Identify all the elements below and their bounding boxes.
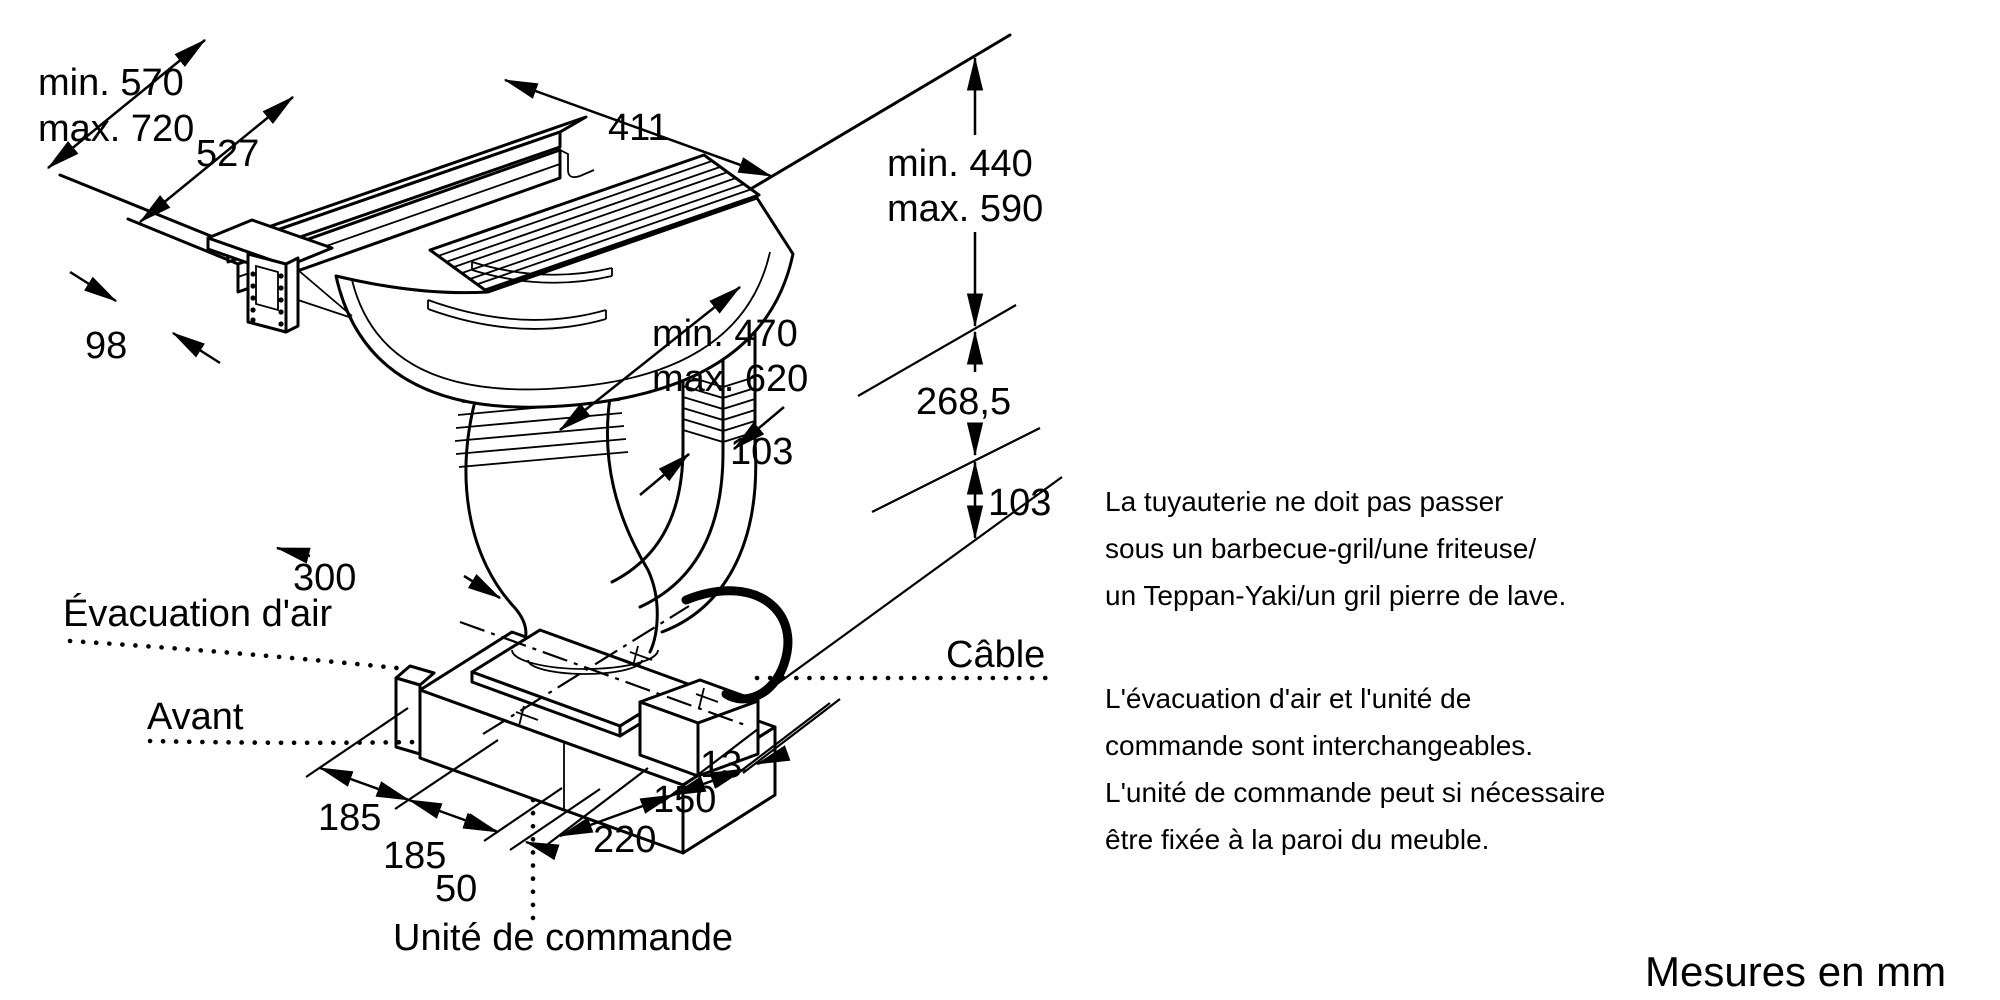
dim-duct-width: 103 bbox=[730, 431, 793, 473]
note-line: commande sont interchangeables. bbox=[1105, 730, 1534, 761]
dim-bar-length: 527 bbox=[196, 133, 259, 175]
note-line: L'évacuation d'air et l'unité de bbox=[1105, 683, 1472, 714]
installation-notes: La tuyauterie ne doit pas passer sous un… bbox=[1105, 478, 1605, 863]
dim-base-left-c: 50 bbox=[435, 868, 477, 910]
note-paragraph-2: L'évacuation d'air et l'unité de command… bbox=[1105, 675, 1605, 863]
note-line: un Teppan-Yaki/un gril pierre de lave. bbox=[1105, 580, 1567, 611]
front-leader bbox=[147, 738, 421, 746]
units-note: Mesures en mm bbox=[1645, 948, 1947, 995]
dim-low-height: 103 bbox=[988, 482, 1051, 524]
dim-diag-max: max. 620 bbox=[652, 358, 808, 400]
dim-base-right-c: 13 bbox=[700, 744, 742, 786]
dim-front-depth: 300 bbox=[293, 557, 356, 599]
label-cable: Câble bbox=[946, 634, 1045, 676]
dim-base-right-b: 150 bbox=[653, 779, 716, 821]
power-cable bbox=[681, 586, 793, 704]
label-control-unit: Unité de commande bbox=[393, 917, 733, 959]
dim-top-width: 411 bbox=[608, 107, 669, 149]
control-unit-box bbox=[394, 586, 793, 855]
air-outlet-leader bbox=[67, 638, 410, 672]
label-front: Avant bbox=[147, 696, 244, 738]
box-left-cap bbox=[394, 676, 422, 756]
note-paragraph-1: La tuyauterie ne doit pas passer sous un… bbox=[1105, 478, 1605, 619]
dim-height-min: min. 440 bbox=[887, 143, 1033, 185]
part-labels: Évacuation d'air Avant Câble Unité de co… bbox=[63, 592, 1045, 959]
duct-collar bbox=[511, 649, 659, 670]
dim-base-right-a: 220 bbox=[593, 819, 656, 861]
dim-base-left-b: 185 bbox=[383, 835, 446, 877]
dim-depth-max: max. 720 bbox=[38, 108, 194, 150]
dimension-labels: min. 570 max. 720 527 411 min. 440 max. … bbox=[38, 62, 1051, 910]
leader-lines bbox=[67, 638, 1049, 925]
dim-mid-height: 268,5 bbox=[916, 381, 1011, 423]
dim-base-left-a: 185 bbox=[318, 797, 381, 839]
dim-height-max: max. 590 bbox=[887, 188, 1043, 230]
note-line: être fixée à la paroi du meuble. bbox=[1105, 824, 1490, 855]
dim-diag-min: min. 470 bbox=[652, 313, 798, 355]
dim-depth-min: min. 570 bbox=[38, 62, 184, 104]
flexible-duct bbox=[454, 383, 659, 654]
dim-bracket-gap: 98 bbox=[85, 325, 127, 367]
note-line: La tuyauterie ne doit pas passer bbox=[1105, 486, 1504, 517]
note-line: L'unité de commande peut si nécessaire bbox=[1105, 777, 1606, 808]
dimension-lines bbox=[46, 39, 1063, 861]
label-air-outlet: Évacuation d'air bbox=[63, 592, 333, 635]
note-line: sous un barbecue-gril/une friteuse/ bbox=[1105, 533, 1537, 564]
